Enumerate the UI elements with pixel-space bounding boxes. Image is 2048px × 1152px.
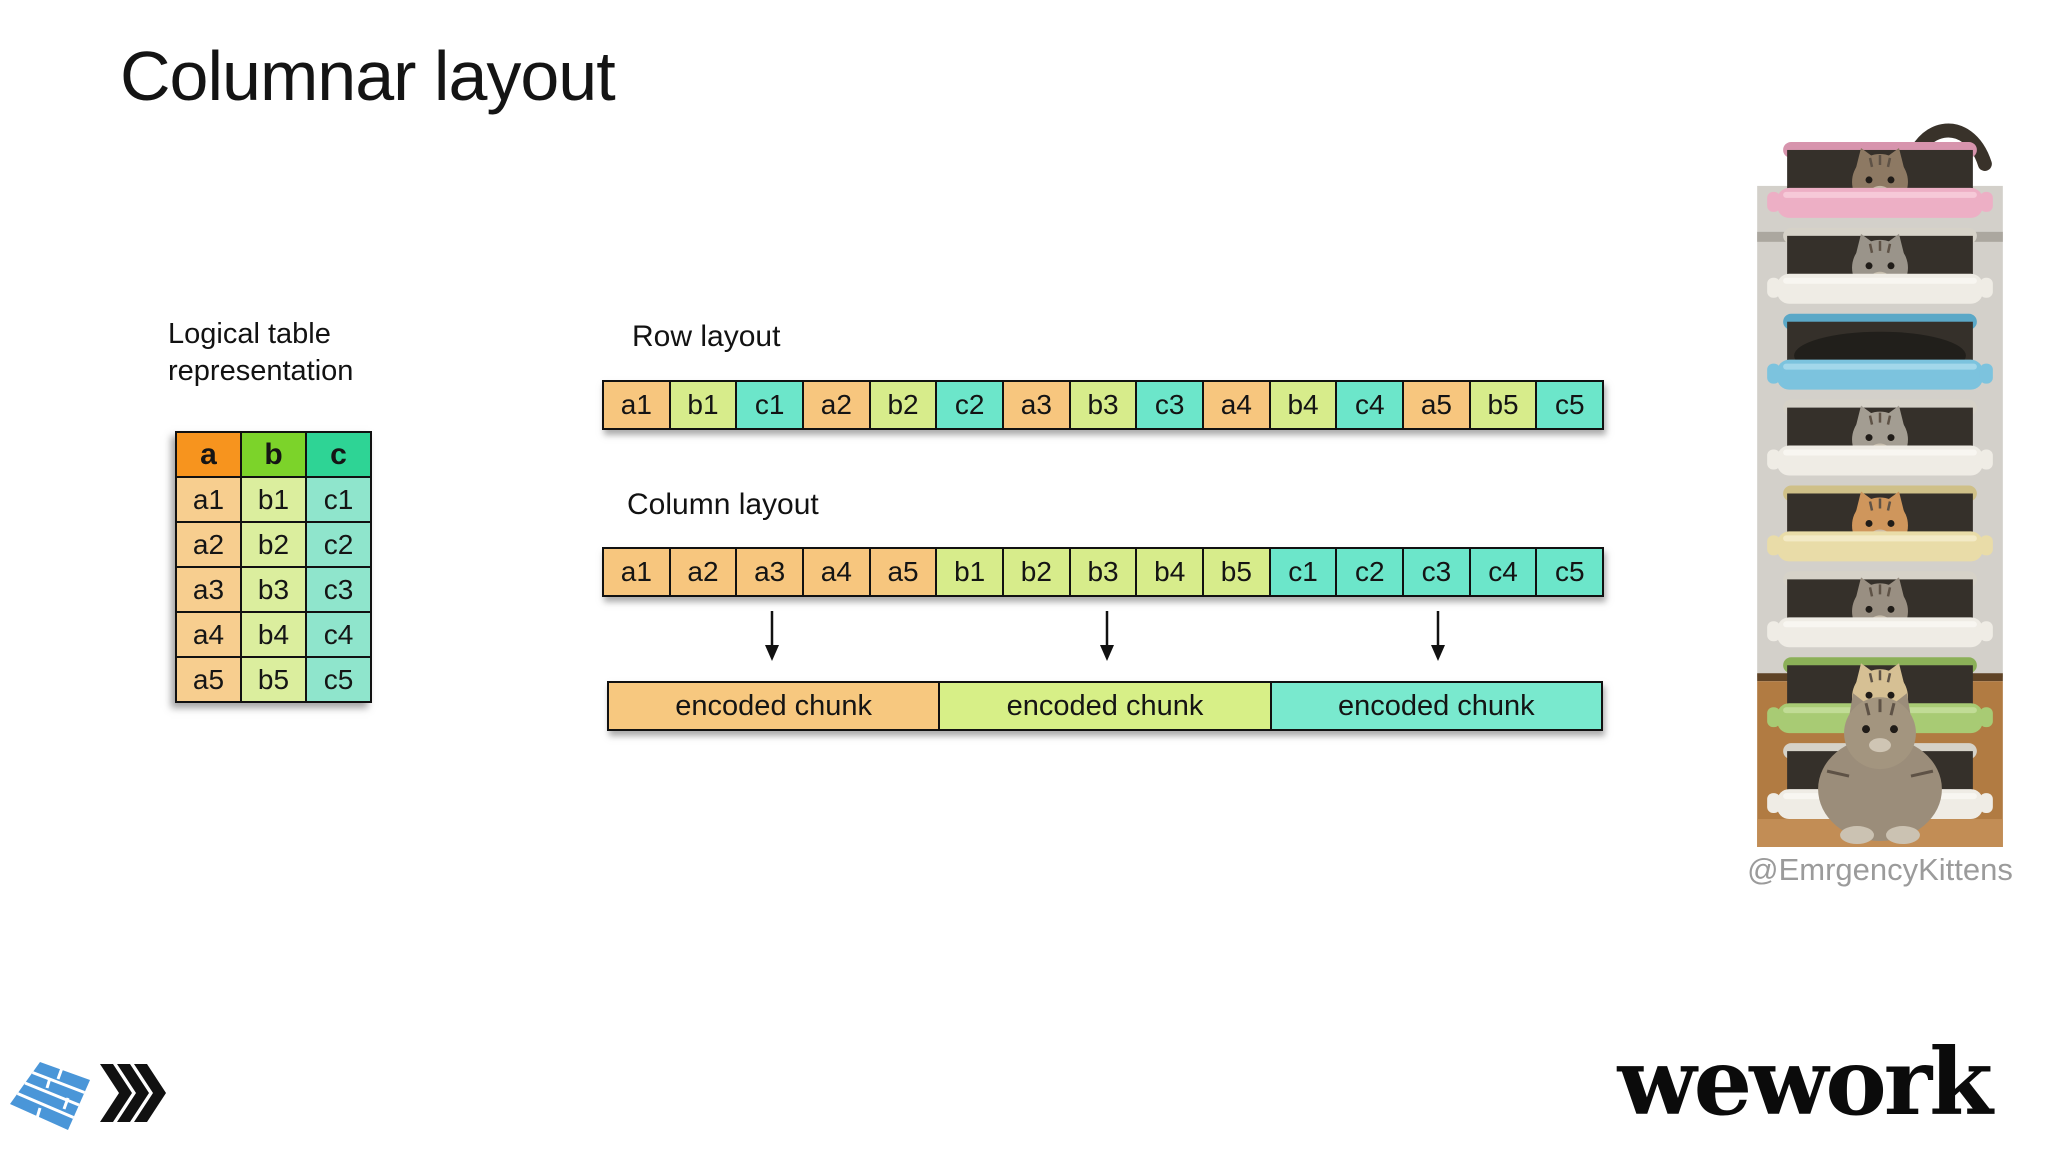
strip-cell: b4 [1137, 549, 1205, 595]
strip-cell: c1 [737, 382, 805, 428]
table-cell: a5 [175, 656, 242, 703]
strip-cell: b1 [937, 549, 1005, 595]
encoded-chunk: encoded chunk [940, 683, 1272, 729]
logical-table-label-line2: representation [168, 355, 354, 387]
strip-cell: b5 [1470, 382, 1538, 428]
strip-cell: a2 [670, 549, 738, 595]
wework-logo: wework [1617, 1028, 1993, 1136]
logical-table-label: Logical table representation [168, 316, 353, 390]
strip-cell: c4 [1337, 382, 1405, 428]
table-cell: b2 [240, 521, 307, 568]
strip-cell: c1 [1270, 549, 1338, 595]
down-arrow-icon [1431, 611, 1445, 661]
encoded-chunk: encoded chunk [609, 683, 941, 729]
table-header-cell: b [240, 431, 307, 478]
strip-cell: a1 [604, 382, 671, 428]
strip-cell: c2 [1337, 549, 1405, 595]
photo-caption: @EmrgencyKittens [1747, 852, 2013, 887]
strip-cell: c5 [1537, 382, 1603, 428]
strip-cell: c3 [1404, 549, 1471, 595]
table-cell: c4 [305, 611, 372, 658]
table-cell: b5 [240, 656, 307, 703]
strip-cell: a5 [1404, 382, 1471, 428]
strip-cell: a2 [804, 382, 871, 428]
strip-cell: c5 [1537, 549, 1603, 595]
strip-cell: b3 [1070, 382, 1138, 428]
down-arrow-icon [765, 611, 779, 661]
strip-cell: a3 [737, 549, 805, 595]
strip-cell: b4 [1270, 382, 1338, 428]
parquet-logo [10, 1062, 90, 1130]
table-cell: a3 [175, 566, 242, 613]
table-header-cell: a [175, 431, 242, 478]
strip-cell: a5 [870, 549, 938, 595]
table-cell: c2 [305, 521, 372, 568]
table-cell: c3 [305, 566, 372, 613]
logical-table-label-line1: Logical table [168, 318, 331, 350]
strip-cell: c3 [1137, 382, 1205, 428]
strip-cell: c4 [1470, 549, 1538, 595]
table-cell: c5 [305, 656, 372, 703]
strip-cell: b3 [1070, 549, 1138, 595]
strip-cell: a4 [804, 549, 871, 595]
table-cell: b1 [240, 476, 307, 523]
column-layout-label: Column layout [627, 488, 819, 521]
kittens-photo [1757, 123, 2003, 847]
strip-cell: c2 [937, 382, 1005, 428]
table-cell: a1 [175, 476, 242, 523]
table-header-cell: c [305, 431, 372, 478]
strip-cell: a4 [1204, 382, 1271, 428]
row-layout-label: Row layout [632, 320, 781, 353]
strip-cell: b2 [1004, 549, 1071, 595]
table-cell: c1 [305, 476, 372, 523]
strip-cell: b5 [1204, 549, 1271, 595]
strip-cell: b2 [870, 382, 938, 428]
down-arrow-icon [1100, 611, 1114, 661]
slide-title: Columnar layout [120, 37, 616, 115]
strip-cell: a1 [604, 549, 671, 595]
encoded-chunk: encoded chunk [1271, 683, 1601, 729]
strip-cell: b1 [670, 382, 738, 428]
table-cell: a2 [175, 521, 242, 568]
table-cell: b3 [240, 566, 307, 613]
chevrons-logo [100, 1064, 166, 1122]
table-cell: b4 [240, 611, 307, 658]
strip-cell: a3 [1004, 382, 1071, 428]
table-cell: a4 [175, 611, 242, 658]
